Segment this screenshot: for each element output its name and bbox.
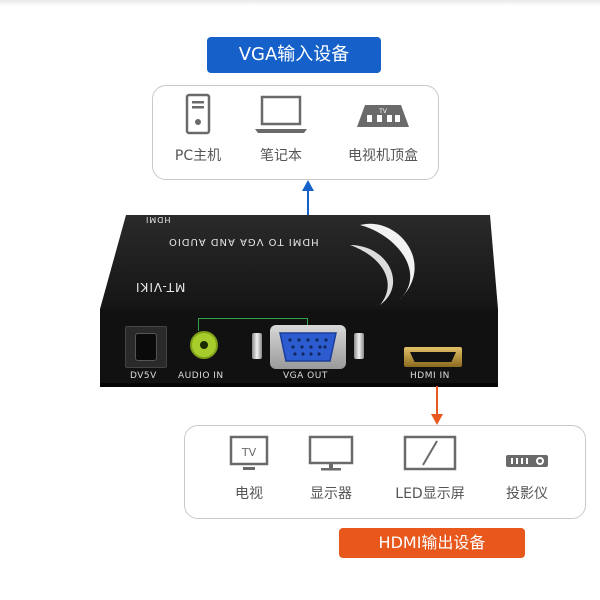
svg-text:TV: TV <box>378 108 388 115</box>
vga-device-laptop: 笔记本 <box>245 93 317 165</box>
vga-screw-left <box>252 333 262 359</box>
audio-port <box>190 331 218 359</box>
tv-set-top-box-icon: TV <box>357 105 409 127</box>
hdmi-device-label: 投影仪 <box>506 486 548 502</box>
hdmi-device-projector: 投影仪 <box>492 435 562 503</box>
vga-input-banner: VGA输入设备 <box>207 37 381 73</box>
top-strip <box>0 0 600 6</box>
vga-device-label: PC主机 <box>174 148 222 164</box>
vga-device-label: 电视机顶盒 <box>348 148 418 164</box>
hdmi-output-banner: HDMI输出设备 <box>339 528 525 558</box>
hdmi-device-tv: TV 电视 <box>214 435 284 503</box>
projector-icon <box>506 455 548 467</box>
vga-device-set-top-box: TV 电视机顶盒 <box>335 93 431 165</box>
hdmi-device-label: LED显示屏 <box>395 486 465 502</box>
led-screen-icon <box>403 435 457 471</box>
hdmi-device-label: 显示器 <box>310 486 352 502</box>
model-text: HDMI TO VGA AND AUDIO <box>168 236 319 247</box>
hdmi-connector-line <box>436 386 438 418</box>
vga-screw-right <box>354 333 364 359</box>
pc-tower-icon <box>185 93 211 135</box>
vga-port <box>270 325 346 369</box>
hdmi-device-label: 电视 <box>235 486 263 502</box>
hdmi-connector-arrow <box>431 414 443 425</box>
monitor-icon <box>308 435 354 471</box>
hdmi-device-monitor: 显示器 <box>296 435 366 503</box>
power-port-label: DV5V <box>130 371 157 381</box>
vga-device-pc: PC主机 <box>162 93 234 165</box>
svg-text:TV: TV <box>241 446 257 459</box>
audio-port-label: AUDIO IN <box>178 371 224 381</box>
power-port <box>125 326 167 368</box>
hdmi-port-label: HDMI IN <box>410 371 450 381</box>
brand-text: MT-VIKI <box>135 280 186 294</box>
hdmi-port <box>404 347 462 367</box>
power-port-hole <box>135 333 157 361</box>
vga-connector-arrow <box>302 180 314 191</box>
tv-icon: TV <box>229 435 269 470</box>
vga-port-label: VGA OUT <box>283 371 328 381</box>
audio-marker <box>198 318 308 331</box>
hdmi-output-device-group <box>184 425 586 519</box>
vga-device-label: 笔记本 <box>260 148 302 164</box>
laptop-icon <box>255 95 307 133</box>
hdmi-device-led-screen: LED显示屏 <box>380 435 480 503</box>
logo-text: HDMI <box>145 215 171 224</box>
